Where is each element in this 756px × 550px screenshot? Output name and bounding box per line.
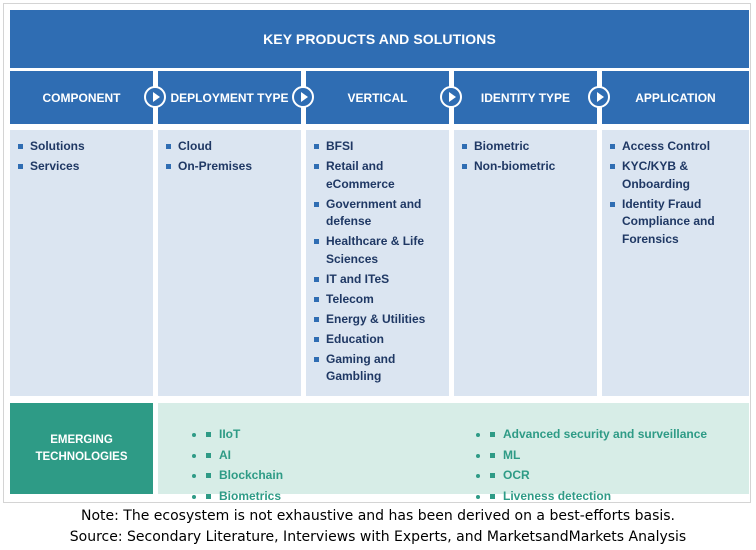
list-item: OCR [490,467,707,484]
arrow-right-icon [292,86,314,108]
list-item: Retail and eCommerce [314,158,441,193]
column-header-deployment-type: DEPLOYMENT TYPE [158,71,301,124]
emerging-technologies-panel: IIoT AI Blockchain Biometrics Advanced s… [158,403,749,503]
list-item: Identity Fraud Compliance and Forensics [610,196,741,249]
source-line: Source: Secondary Literature, Interviews… [69,529,687,545]
list-item: Solutions [18,138,145,156]
list-item: Services [18,158,145,176]
column-header-identity-type: IDENTITY TYPE [454,71,597,124]
list-item: KYC/KYB & Onboarding [610,158,741,193]
list-item: Gaming and Gambling [314,351,441,386]
list-item: IT and ITeS [314,271,441,289]
list-item: Telecom [314,291,441,309]
list-item: Education [314,331,441,349]
column-body-vertical: BFSI Retail and eCommerce Government and… [306,130,449,396]
list-item: IIoT [206,426,283,443]
column-body-deployment-type: Cloud On-Premises [158,130,301,396]
list-item: BFSI [314,138,441,156]
list-item: ML [490,447,707,464]
column-body-identity-type: Biometric Non-biometric [454,130,597,396]
list-item: Energy & Utilities [314,311,441,329]
arrow-right-icon [440,86,462,108]
list-item: Liveness detection [490,488,707,505]
list-item: Healthcare & Life Sciences [314,233,441,268]
arrow-right-icon [588,86,610,108]
diagram-title: KEY PRODUCTS AND SOLUTIONS [10,10,749,68]
list-item: Cloud [166,138,293,156]
list-item: On-Premises [166,158,293,176]
list-item: AI [206,447,283,464]
emerging-technologies-heading: EMERGING TECHNOLOGIES [10,403,153,494]
list-item: Non-biometric [462,158,589,176]
list-item: Biometrics [206,488,283,505]
column-body-component: Solutions Services [10,130,153,396]
emerging-list-left: IIoT AI Blockchain Biometrics [166,426,283,508]
list-item: Blockchain [206,467,283,484]
list-item: Advanced security and surveillance [490,426,707,443]
column-header-vertical: VERTICAL [306,71,449,124]
column-body-application: Access Control KYC/KYB & Onboarding Iden… [602,130,749,396]
emerging-list-right: Advanced security and surveillance ML OC… [450,426,707,508]
list-item: Government and defense [314,196,441,231]
list-item: Biometric [462,138,589,156]
column-header-component: COMPONENT [10,71,153,124]
list-item: Access Control [610,138,741,156]
column-header-application: APPLICATION [602,71,749,124]
arrow-right-icon [144,86,166,108]
footnote: Note: The ecosystem is not exhaustive an… [80,508,675,524]
